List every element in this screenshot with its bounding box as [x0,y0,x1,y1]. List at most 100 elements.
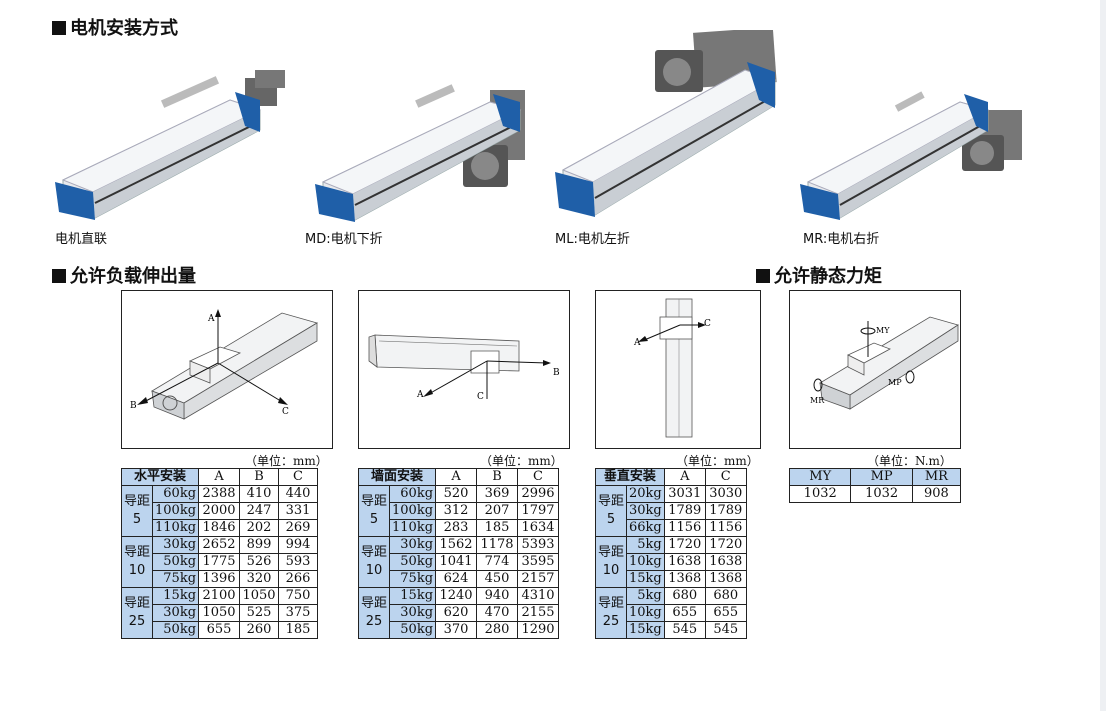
caption-ml: ML:电机左折 [555,232,630,247]
col-header: A [435,468,478,486]
value-cell: 370 [435,621,478,639]
value-cell: 1041 [435,553,478,571]
load-cell: 15kg [389,587,437,605]
col-header: C [278,468,319,486]
col-header: MY [788,468,852,486]
moment-label-my: MY [876,326,890,335]
value-cell: 1562 [435,536,478,554]
table-row: 1032 1032 908 [788,485,962,503]
load-cell: 110kg [389,519,437,537]
caption-mr: MR:电机右折 [803,232,880,247]
caption-md: MD:电机下折 [305,232,383,247]
value-cell: 1240 [435,587,478,605]
section-title-moment: 允许静态力矩 [756,262,882,288]
load-cell: 110kg [152,519,200,537]
table-title: 垂直安装 [595,468,665,486]
bullet-square-icon [52,269,66,283]
value-cell: 2100 [198,587,241,605]
load-cell: 30kg [152,604,200,622]
value-cell: 2157 [517,570,560,588]
actuator-image-mr [800,80,1025,225]
value-cell: 680 [704,587,747,605]
value-cell: 1634 [517,519,560,537]
value-cell: 1156 [704,519,747,537]
value-cell: 750 [278,587,319,605]
table-row: 110kg 1846 202 269 [122,519,319,537]
axis-label-c: C [704,319,711,329]
value-cell: 624 [435,570,478,588]
value-cell: 526 [239,553,280,571]
col-header: C [704,468,747,486]
value-cell: 774 [476,553,519,571]
table-row: 75kg 1396 320 266 [122,570,319,588]
value-cell: 202 [239,519,280,537]
value-cell: 1797 [517,502,560,520]
value-cell: 185 [476,519,519,537]
table-row: 15kg 1368 1368 [596,570,747,588]
value-cell: 3595 [517,553,560,571]
value-cell: 908 [911,485,962,503]
table-row: 50kg 370 280 1290 [359,621,560,639]
value-cell: 545 [663,621,706,639]
section-title-load: 允许负载伸出量 [52,262,196,288]
load-cell: 10kg [626,553,665,571]
table-row: 30kg 620 470 2155 [359,604,560,622]
value-cell: 450 [476,570,519,588]
value-cell: 2652 [198,536,241,554]
col-header: C [517,468,560,486]
col-header: A [663,468,706,486]
value-cell: 2388 [198,485,241,503]
table-row: 15kg 545 545 [596,621,747,639]
load-cell: 66kg [626,519,665,537]
load-cell: 5kg [626,536,665,554]
actuator-image-ml [555,30,780,225]
value-cell: 331 [278,502,319,520]
load-cell: 5kg [626,587,665,605]
table-row: 50kg 655 260 185 [122,621,319,639]
value-cell: 1789 [663,502,706,520]
table-row: 110kg 283 185 1634 [359,519,560,537]
axis-label-b: B [553,368,560,378]
value-cell: 1720 [663,536,706,554]
value-cell: 4310 [517,587,560,605]
value-cell: 3031 [663,485,706,503]
value-cell: 3030 [704,485,747,503]
value-cell: 525 [239,604,280,622]
value-cell: 320 [239,570,280,588]
diagram-wall: B A C [358,290,570,449]
value-cell: 1638 [663,553,706,571]
value-cell: 2000 [198,502,241,520]
diagram-horizontal: A B C [121,290,333,449]
load-cell: 100kg [389,502,437,520]
load-cell: 30kg [389,536,437,554]
load-cell: 10kg [626,604,665,622]
moment-label-mr: MR [810,396,825,405]
unit-wall: （单位：mm） [480,454,563,468]
actuator-image-md [315,70,530,230]
col-header: B [239,468,280,486]
load-cell: 75kg [152,570,200,588]
value-cell: 1368 [704,570,747,588]
value-cell: 260 [239,621,280,639]
table-row: 50kg 1775 526 593 [122,553,319,571]
load-cell: 50kg [389,553,437,571]
value-cell: 185 [278,621,319,639]
table-row: 66kg 1156 1156 [596,519,747,537]
value-cell: 283 [435,519,478,537]
